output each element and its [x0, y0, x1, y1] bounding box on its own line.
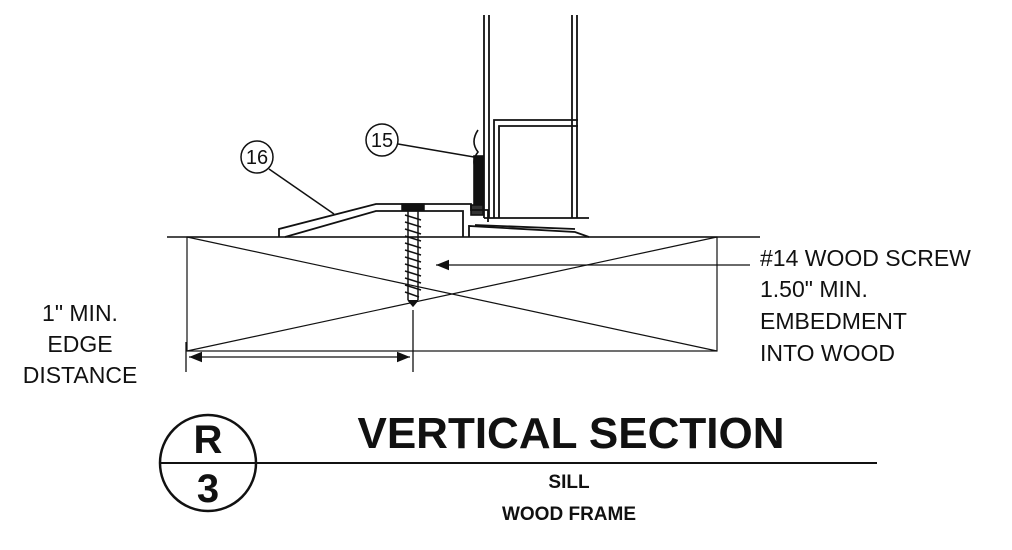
- sheet-number: 3: [197, 467, 219, 511]
- edge-note-line-3: DISTANCE: [23, 362, 138, 388]
- sill-profile: [278, 203, 590, 238]
- edge-note-line-1: 1" MIN.: [42, 300, 118, 326]
- detail-title-block: R 3 VERTICAL SECTION SILL WOOD FRAME: [158, 409, 877, 525]
- screw-note-line-2: 1.50" MIN.: [760, 276, 868, 302]
- callout-15: 15: [365, 123, 475, 158]
- wood-screw: [401, 203, 425, 308]
- edge-distance-dimension: [185, 310, 414, 372]
- detail-subtitle-1: SILL: [548, 472, 590, 493]
- detail-letter: R: [194, 418, 223, 462]
- screw-note-line-4: INTO WOOD: [760, 340, 895, 366]
- screw-note: #14 WOOD SCREW 1.50" MIN. EMBEDMENT INTO…: [760, 245, 971, 366]
- edge-note-line-2: EDGE: [47, 331, 112, 357]
- detail-title: VERTICAL SECTION: [357, 409, 784, 458]
- edge-distance-note: 1" MIN. EDGE DISTANCE: [23, 300, 138, 388]
- callout-16-number: 16: [246, 147, 268, 169]
- callout-16: 16: [240, 140, 335, 215]
- callout-15-number: 15: [371, 130, 393, 152]
- detail-subtitle-2: WOOD FRAME: [502, 504, 636, 525]
- glazing-gasket: [470, 129, 484, 216]
- frame-mullion: [483, 15, 589, 219]
- screw-note-line-1: #14 WOOD SCREW: [760, 245, 971, 271]
- screw-note-line-3: EMBEDMENT: [760, 308, 907, 334]
- wood-blocking: [167, 236, 760, 352]
